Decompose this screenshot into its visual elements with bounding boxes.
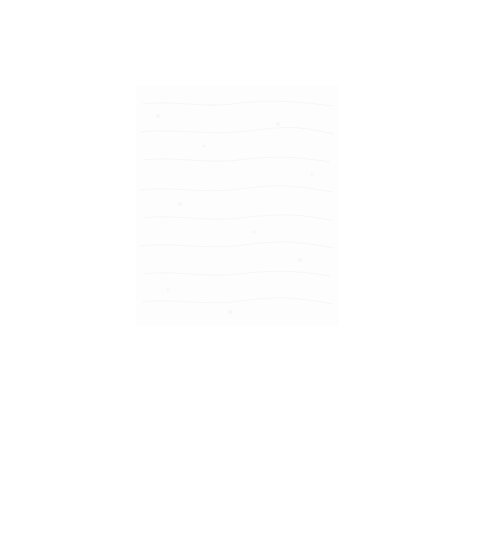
faint-image-card: [136, 86, 339, 326]
texture-image: [136, 86, 339, 326]
